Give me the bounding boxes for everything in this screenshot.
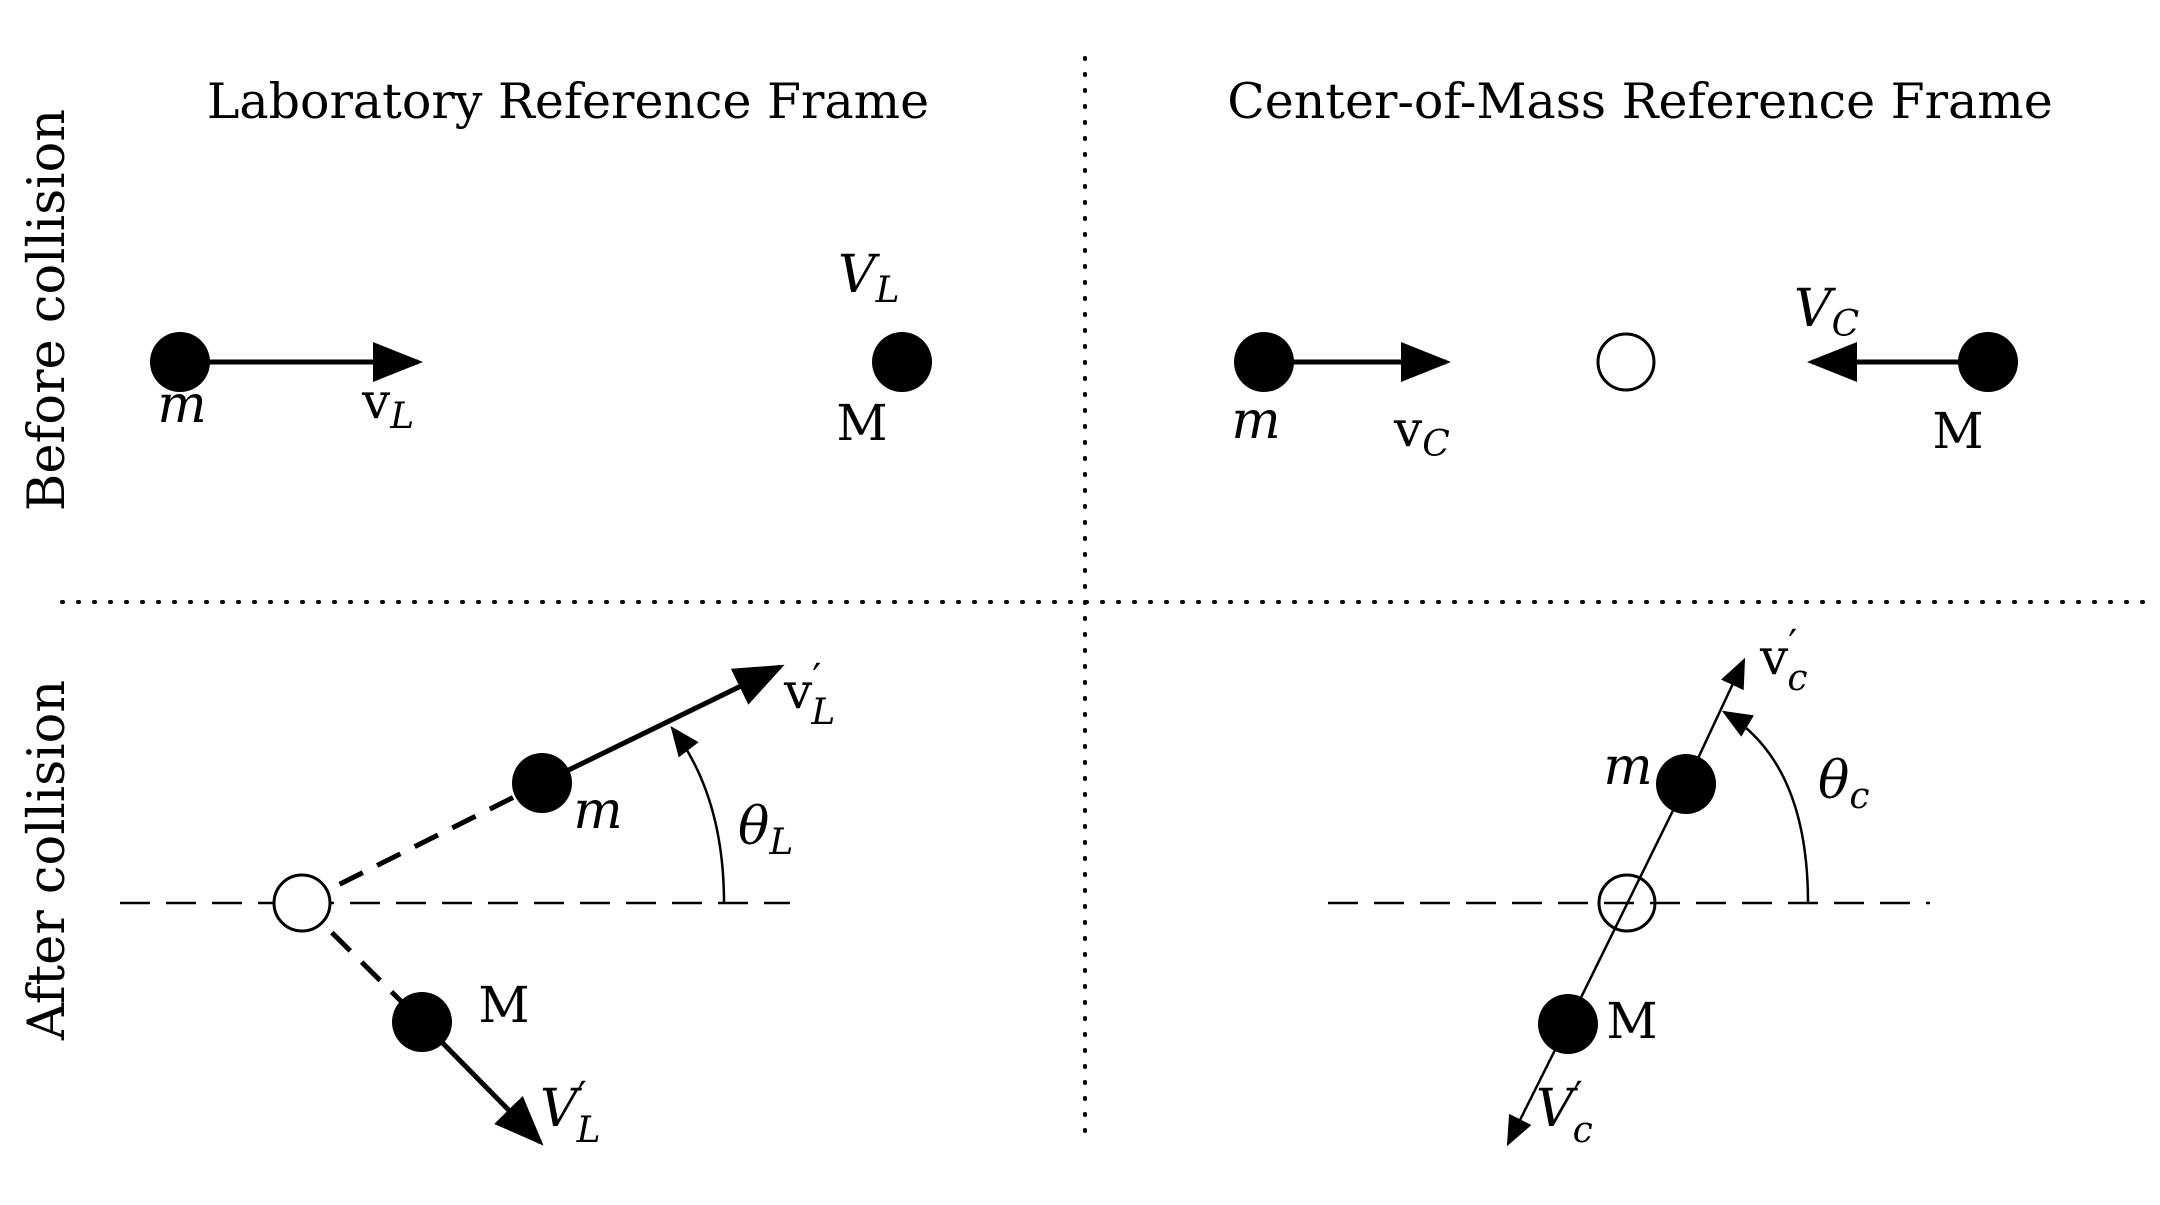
cm-after-V-label: V′c — [1536, 1074, 1593, 1151]
cm-after-center-of-mass — [1597, 873, 1657, 933]
cm-after-theta-arc — [1721, 710, 1810, 904]
cm-after-m-label: m — [1603, 737, 1652, 797]
lab-before-m-particle — [150, 332, 210, 392]
cm-before-M-particle — [1958, 332, 2018, 392]
lab-after-theta-arc — [670, 726, 726, 904]
cm-after-m-particle — [1656, 754, 1716, 814]
after-collision-label: After collision — [18, 680, 77, 1041]
lab-after-M-particle — [392, 992, 452, 1052]
cm-after-collision-axis — [1566, 783, 1688, 1025]
lab-after-M-label: M — [478, 976, 529, 1034]
lab-before-panel: m vL M VL — [150, 245, 932, 452]
lab-after-center-of-mass — [272, 873, 332, 933]
cm-before-m-label: m — [1231, 391, 1280, 451]
lab-before-V-label: VL — [838, 245, 899, 311]
cm-before-v-label: vC — [1393, 400, 1450, 465]
lab-after-m-velocity-arrow — [540, 664, 785, 786]
cm-before-panel: m vC M VC — [1231, 279, 2018, 465]
lab-after-v-label: v′L — [783, 656, 835, 733]
lab-frame-title: Laboratory Reference Frame — [207, 73, 929, 130]
before-collision-label: Before collision — [18, 109, 77, 511]
cm-after-M-label: M — [1606, 992, 1657, 1050]
cm-after-M-particle — [1538, 994, 1598, 1054]
cm-after-v-label: v′c — [1759, 622, 1808, 699]
lab-before-v-label: vL — [361, 372, 414, 437]
cm-after-theta-label: θc — [1818, 751, 1869, 817]
cm-before-M-label: M — [1932, 402, 1983, 460]
lab-after-V-label: V′L — [540, 1074, 601, 1151]
cm-before-m-particle — [1234, 332, 1294, 392]
cm-frame-title: Center-of-Mass Reference Frame — [1227, 73, 2053, 130]
lab-before-m-label: m — [157, 375, 206, 435]
lab-after-panel: m v′L M V′L θL — [120, 656, 835, 1151]
lab-after-m-path — [300, 780, 544, 906]
cm-before-center-of-mass — [1596, 332, 1656, 392]
lab-after-theta-label: θL — [738, 797, 793, 863]
lab-after-m-label: m — [573, 781, 622, 841]
cm-before-V-label: VC — [1794, 279, 1859, 345]
lab-after-m-particle — [512, 753, 572, 813]
cm-after-panel: m v′c M V′c θc — [1328, 622, 1930, 1151]
lab-before-M-label: M — [836, 394, 887, 452]
lab-before-M-particle — [872, 332, 932, 392]
